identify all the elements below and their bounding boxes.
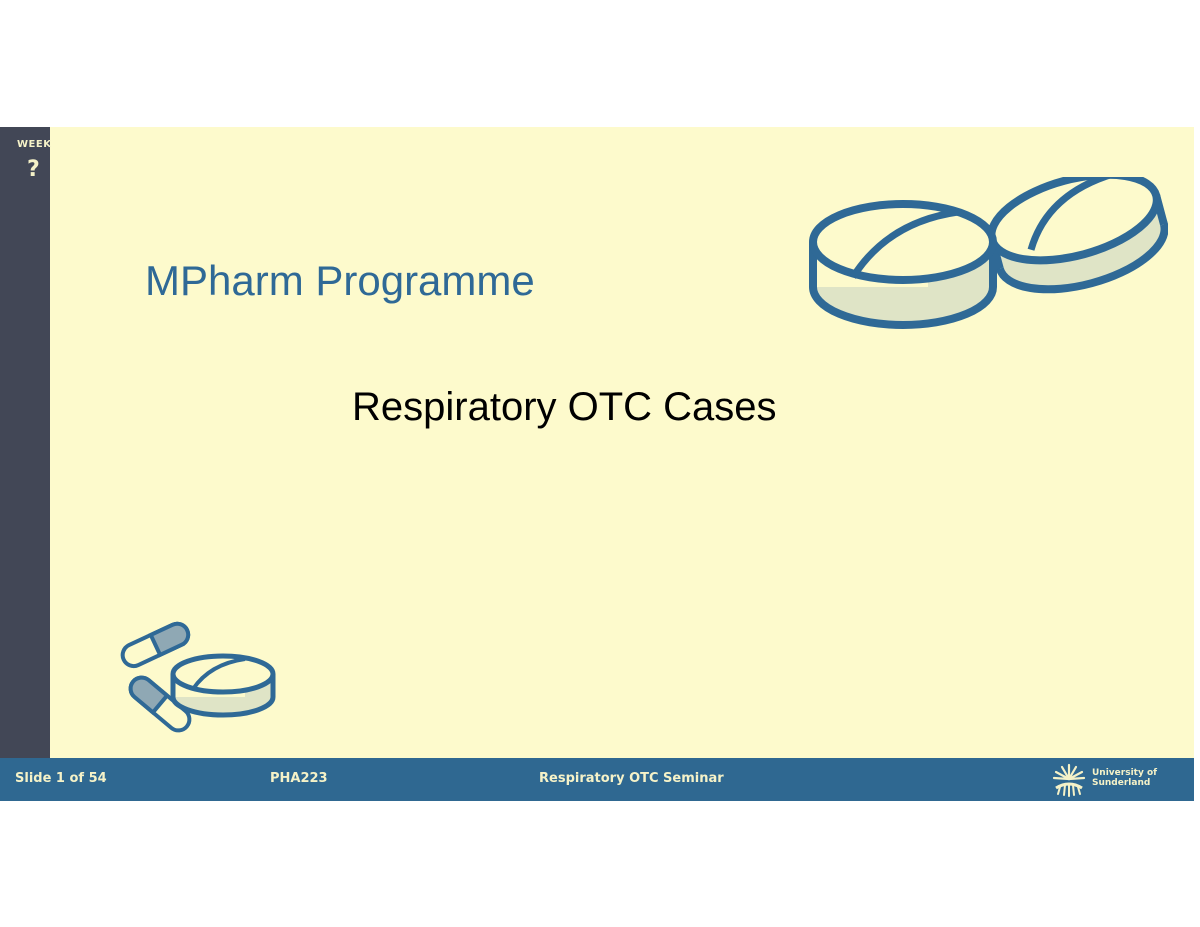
week-number: ? xyxy=(27,157,40,182)
week-sidebar: WEEK ? xyxy=(0,127,52,758)
pills-capsules-icon xyxy=(120,621,276,733)
logo-line-2: Sunderland xyxy=(1092,778,1151,788)
module-code: PHA223 xyxy=(270,771,328,786)
university-logo: University of Sunderland xyxy=(1052,762,1172,798)
tablets-icon xyxy=(809,177,1168,329)
slide-counter: Slide 1 of 54 xyxy=(15,771,107,786)
slide-subtitle: Respiratory OTC Cases xyxy=(352,385,777,429)
sunburst-logo-icon xyxy=(1052,763,1086,797)
week-label: WEEK xyxy=(17,139,52,150)
slide: WEEK ? MPharm Programme Respiratory OTC … xyxy=(0,127,1194,801)
presentation-title: Respiratory OTC Seminar xyxy=(539,771,724,786)
slide-title: MPharm Programme xyxy=(145,257,535,304)
logo-line-1: University of xyxy=(1092,768,1158,778)
slide-footer: Slide 1 of 54 PHA223 Respiratory OTC Sem… xyxy=(0,758,1194,801)
